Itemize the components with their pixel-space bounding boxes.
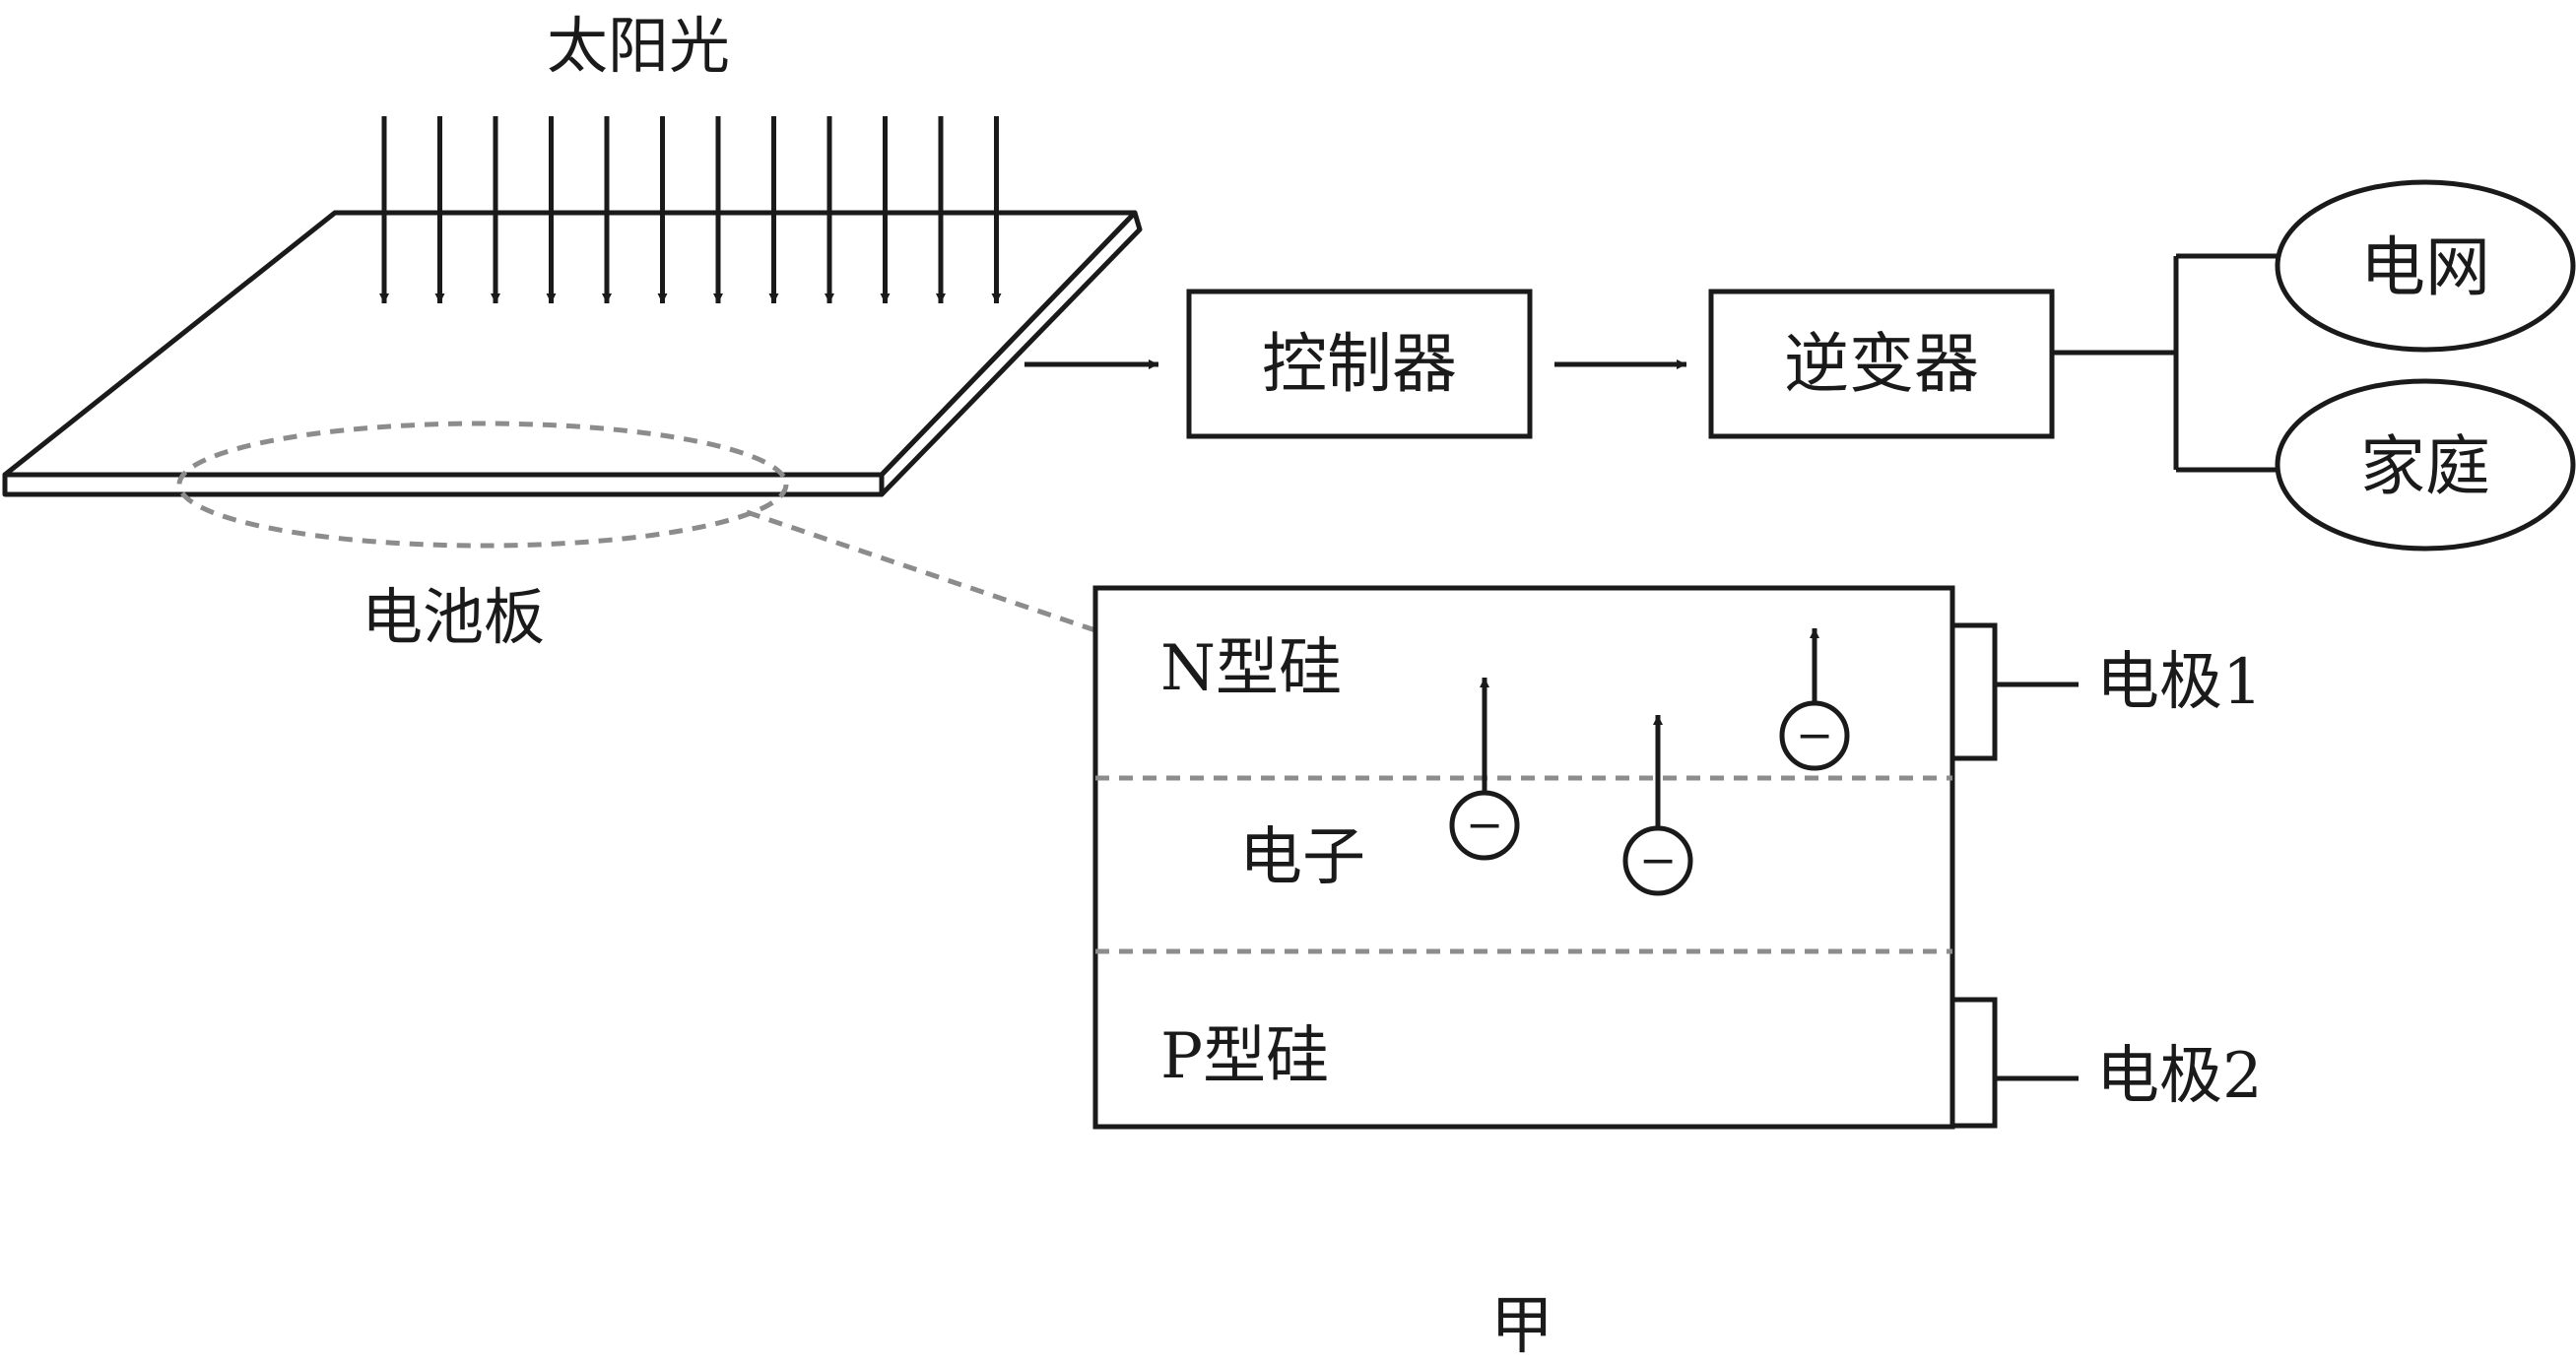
grid-label: 电网 — [2360, 229, 2490, 305]
panel-front-edge — [2, 472, 885, 497]
electron-symbol: − — [1466, 798, 1504, 851]
inverter-label: 逆变器 — [1784, 326, 1979, 402]
highlight-ellipse — [176, 421, 789, 549]
home-label: 家庭 — [2360, 428, 2490, 504]
zoom-connector-line — [746, 509, 1096, 633]
electron-symbol: − — [1796, 708, 1834, 761]
solar-panel — [2, 210, 1143, 497]
figure-label: 甲 — [1490, 1290, 1553, 1363]
electron-2: − — [1622, 715, 1693, 896]
electrode-1 — [1949, 622, 2079, 761]
grid-node: 电网 — [2275, 179, 2576, 353]
controller-box: 控制器 — [1186, 289, 1533, 439]
sunlight-label: 太阳光 — [547, 10, 730, 82]
electron-1: − — [1449, 678, 1520, 861]
electrode-1-label: 电极1 — [2096, 646, 2263, 719]
panel-label: 电池板 — [362, 581, 545, 653]
inverter-box: 逆变器 — [1708, 289, 2055, 439]
panel-side-edge — [879, 210, 1143, 497]
p-silicon-label: P型硅 — [1160, 1020, 1329, 1093]
n-silicon-label: N型硅 — [1160, 632, 1342, 705]
cell-cross-section: N型硅 电子 P型硅 电极1 电极2 − − − — [1092, 585, 2263, 1130]
electron-label: 电子 — [1239, 821, 1365, 894]
output-branch-lines — [2052, 253, 2278, 473]
electrode-2-label: 电极2 — [2096, 1040, 2263, 1113]
home-node: 家庭 — [2275, 378, 2576, 552]
sunlight-arrows — [379, 116, 1002, 303]
electron-symbol: − — [1639, 833, 1678, 886]
panel-top-face — [2, 210, 1138, 478]
electrode-2 — [1949, 997, 2079, 1129]
electron-3: − — [1779, 628, 1850, 771]
controller-label: 控制器 — [1262, 326, 1457, 402]
